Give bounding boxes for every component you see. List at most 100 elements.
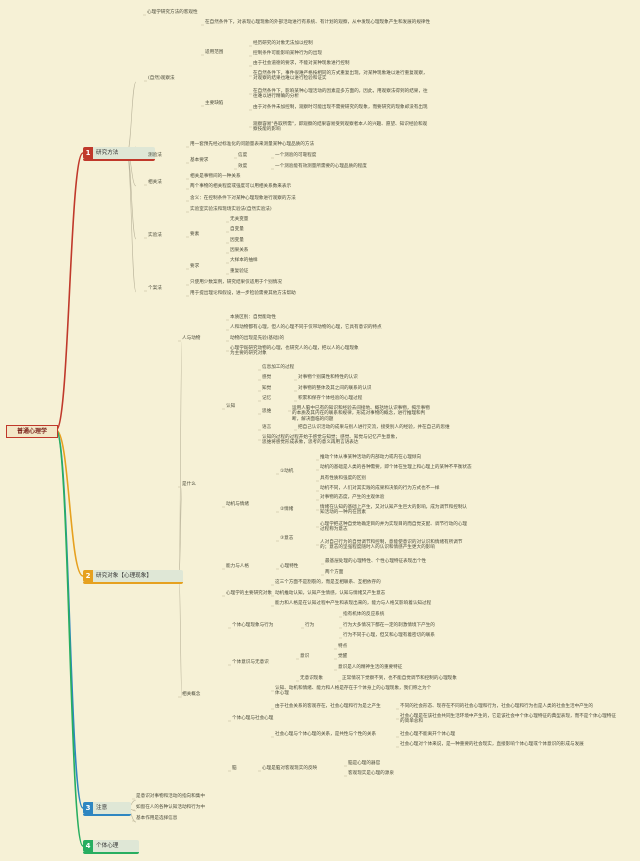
- node-m-rel[interactable]: 信度: [238, 153, 248, 158]
- node-o-h1[interactable]: 本质区别：自觉能动性: [230, 315, 276, 320]
- node-o-con1[interactable]: 个体心理现象与行为: [232, 623, 274, 628]
- node-o-con2[interactable]: 个体意识与无意识: [232, 660, 269, 665]
- node-o-per[interactable]: 知觉: [262, 386, 272, 391]
- node-m-var[interactable]: 要素: [190, 232, 200, 237]
- node-m-lim2[interactable]: 在自然条件下，影响某种心理活动的因素是多方面的，因此，用观察法得到的结果，往往难…: [253, 89, 428, 100]
- node-m-lim3[interactable]: 由于对条件未加控制，观察时可能出现不需要研究的现象，而要研究的现象却没有出现: [253, 105, 428, 110]
- node-o-cons2[interactable]: 觉醒: [338, 654, 348, 659]
- node-o-mem-d[interactable]: 积累和保存个体经验的心理过程: [298, 396, 363, 401]
- node-o-p2[interactable]: 两个方面: [325, 570, 344, 575]
- node-m-adv1[interactable]: 经历研究的对象无法加以控制: [253, 41, 313, 46]
- node-o-p1[interactable]: 最基层处理的心理特性、个性心理特征表现出个性: [325, 559, 427, 564]
- node-m-var3[interactable]: 因变量: [230, 238, 244, 243]
- node-o-cons[interactable]: 意识: [300, 654, 310, 659]
- node-m-adv2[interactable]: 控制条件可能影响某种行为的出现: [253, 51, 322, 56]
- node-m-var2[interactable]: 自变量: [230, 227, 244, 232]
- node-o-wil2[interactable]: 人对自己行为的自觉调节和控制，意能使意识的对认识和情绪有所调节的；意志的坚强程度…: [320, 540, 463, 551]
- node-m-case[interactable]: 个案法: [148, 286, 162, 291]
- node-o-emo[interactable]: ②情绪: [280, 507, 294, 512]
- node-o-h4[interactable]: 心理学既研究动物的心理，也研究人的心理，把以人的心理现象为主要的研究对象: [230, 346, 359, 357]
- node-m-val-d[interactable]: 一个测验能有效测量所需要的心理品质的程度: [275, 164, 367, 169]
- node-m-adv3[interactable]: 由于社会道德的要求，不能对某种现象进行控制: [253, 61, 350, 66]
- node-o-s3[interactable]: 社会心理与个体心理的关系，是共性与个性的关系: [275, 732, 377, 737]
- node-o-uncon-d[interactable]: 正常情况下觉察不到，也不能自觉调节和控制的心理现象: [342, 676, 457, 681]
- node-o-personality[interactable]: 心理特性: [280, 564, 299, 569]
- node-o-what[interactable]: 是什么: [182, 482, 196, 487]
- node-o-cog[interactable]: 认知: [226, 404, 236, 409]
- node-m-lim[interactable]: 主要缺陷: [205, 101, 224, 106]
- node-o-beh[interactable]: 行为: [305, 623, 315, 628]
- node-o-wil[interactable]: ③意志: [280, 536, 294, 541]
- node-o-s3b[interactable]: 社会心理不能离开个体心理: [400, 732, 456, 737]
- node-o-h3[interactable]: 动物的出现是先验(基础)的: [230, 336, 285, 341]
- node-o-wil1[interactable]: 心理学把这种自觉地确定目的并为实现目的而自觉支配、调节行动的心理过程称为意志: [320, 522, 468, 533]
- node-m-corr[interactable]: 相关法: [148, 180, 162, 185]
- root-node[interactable]: 普通心理学: [6, 425, 58, 438]
- node-n-1[interactable]: 是意识对事物和活动的指向和集中: [136, 794, 205, 799]
- node-o-mot[interactable]: ①动机: [280, 469, 294, 474]
- node-m-exp2[interactable]: 实验室实验法和现场实验法(自然实验法): [190, 207, 272, 212]
- node-m-lim4[interactable]: 观察容易"各取所需"，即观察的结果容易受到观察者本人的兴趣、愿望、知识经验和观察…: [253, 122, 428, 133]
- node-m-req1[interactable]: 大样本的抽样: [230, 258, 258, 263]
- node-m-obs[interactable]: (自然)观察法: [148, 76, 175, 81]
- node-o-s2[interactable]: 由于社会关系的客观存在，社会心理和行为是之产生: [275, 704, 381, 709]
- node-o-emo1[interactable]: 对事物的态度，产生的主观体验: [320, 495, 385, 500]
- node-o-mot4[interactable]: 动机不同，人们对其实践的成果和决策的行为方式也不一样: [320, 486, 440, 491]
- node-m-exp1[interactable]: 含义：在控制条件下对某种心理现象进行观察的方法: [190, 196, 296, 201]
- node-o-cons1[interactable]: 特点: [338, 644, 348, 649]
- node-o-motive[interactable]: 动机与情绪: [226, 502, 249, 507]
- node-o-mot2[interactable]: 动机的基础是人类的各种需要，即个体在生理上和心理上的某种不平衡状态: [320, 465, 472, 470]
- node-m-rel-d[interactable]: 一个测验的可靠程度: [275, 153, 317, 158]
- node-o-mot1[interactable]: 推动个体从事某种活动的内部动力或内在心理倾向: [320, 455, 422, 460]
- node-o-main[interactable]: 心理学的主要研究对象: [226, 591, 272, 596]
- node-o-mem[interactable]: 记忆: [262, 396, 272, 401]
- node-m-req[interactable]: 要求: [190, 264, 200, 269]
- node-o-b1[interactable]: 指有机体的反应系统: [343, 612, 385, 617]
- node-o-ability[interactable]: 能力与人格: [226, 564, 249, 569]
- node-n-3[interactable]: 基本作用是选择信息: [136, 816, 178, 821]
- node-o-con3[interactable]: 个体心理与社会心理: [232, 716, 274, 721]
- node-m-obs-def[interactable]: 在自然条件下，对表现心理现象的外部活动进行有系统、有计划的观察，从中发现心理现象…: [205, 20, 431, 25]
- node-m-case2[interactable]: 用于提出理论和假设，进一步检验需要其他方法帮助: [190, 291, 296, 296]
- node-o-br2[interactable]: 客观现实是心理的源泉: [348, 771, 394, 776]
- node-o-sen-d[interactable]: 对事物个别属性和特性的认识: [298, 375, 358, 380]
- node-o-human[interactable]: 人与动物: [182, 336, 201, 341]
- node-m-req2[interactable]: 重复验证: [230, 269, 249, 274]
- node-m-var4[interactable]: 因果关系: [230, 248, 249, 253]
- node-m-lim1[interactable]: 在自然条件下，事件很难严格按相同的方式重复出现，对某种现象难以进行重复观察，对观…: [253, 71, 428, 82]
- node-o-b3[interactable]: 行为不同于心理，但又和心理有着密切的联系: [343, 633, 435, 638]
- node-o-lang[interactable]: 语言: [262, 425, 272, 430]
- node-m-exp[interactable]: 实验法: [148, 233, 162, 238]
- node-m-basic[interactable]: 基本要求: [190, 158, 209, 163]
- node-m-corr2[interactable]: 两个事物的相关程度或强度可以用相关系数来表示: [190, 184, 292, 189]
- node-o-c2[interactable]: 认知的过程的过程开始于感觉与知觉；感觉、知觉与记忆产生意象，思维将感觉形成表象，…: [262, 435, 400, 446]
- node-m-adv[interactable]: 适用范围: [205, 50, 224, 55]
- node-o-per-d[interactable]: 对事物的整体及其之间的联系的认识: [298, 386, 372, 391]
- node-m-intro[interactable]: 心理学研究方法的客观性: [147, 10, 198, 15]
- node-o-s3a[interactable]: 社会心理是在该社会共同生活环境中产生的，它是该社会中个体心理特征的典型表现，而不…: [400, 714, 616, 725]
- node-o-emo2[interactable]: 情绪在认知的基础上产生，又对认知产生巨大的影响，成为调节和控制认知活动的一种内在…: [320, 505, 468, 516]
- node-o-m2[interactable]: 动机推动认知，认知产生情感，认知与情绪又产生意志: [275, 591, 386, 596]
- node-o-sen[interactable]: 感觉: [262, 375, 272, 380]
- node-o-mot3[interactable]: 具有性质和强度的区别: [320, 476, 366, 481]
- node-o-concept[interactable]: 相关概念: [182, 692, 201, 697]
- node-o-s2b[interactable]: 不同的社会形态、现存在不同的社会心理和行为，社会心理和行为也是人类的社会生活中产…: [400, 704, 593, 709]
- node-o-br1[interactable]: 脑是心理的器官: [348, 761, 381, 766]
- node-o-brain[interactable]: 脑: [232, 766, 237, 771]
- node-m-var1[interactable]: 无关变量: [230, 217, 249, 222]
- node-o-c1[interactable]: 信息加工的过程: [262, 365, 295, 370]
- node-o-thk-d[interactable]: 运用人脑中已有的知识和经验去间接地、概括地认识事物，揭示事物的本质及其内在的联系…: [292, 406, 430, 422]
- node-o-thk[interactable]: 思维: [262, 409, 272, 414]
- node-o-cons3[interactable]: 意识是人的精神生活的重要特征: [338, 665, 403, 670]
- node-o-brain-d[interactable]: 心理是脑对客观现实的反映: [262, 766, 318, 771]
- node-m-case1[interactable]: 只使用少数案例，研究结果仅适用于个别情况: [190, 280, 282, 285]
- node-m-corr1[interactable]: 相关是事物间的一种关系: [190, 174, 241, 179]
- node-m-test[interactable]: 测验法: [148, 153, 162, 158]
- node-o-m1[interactable]: 这三个方面不是割裂的，而是互相联系、互相依存的: [275, 580, 381, 585]
- node-o-uncon[interactable]: 无意识现象: [300, 676, 323, 681]
- node-o-m3[interactable]: 能力和人格是在认知过程中产生和表现出来的，能力与人格又影响着认知过程: [275, 601, 432, 606]
